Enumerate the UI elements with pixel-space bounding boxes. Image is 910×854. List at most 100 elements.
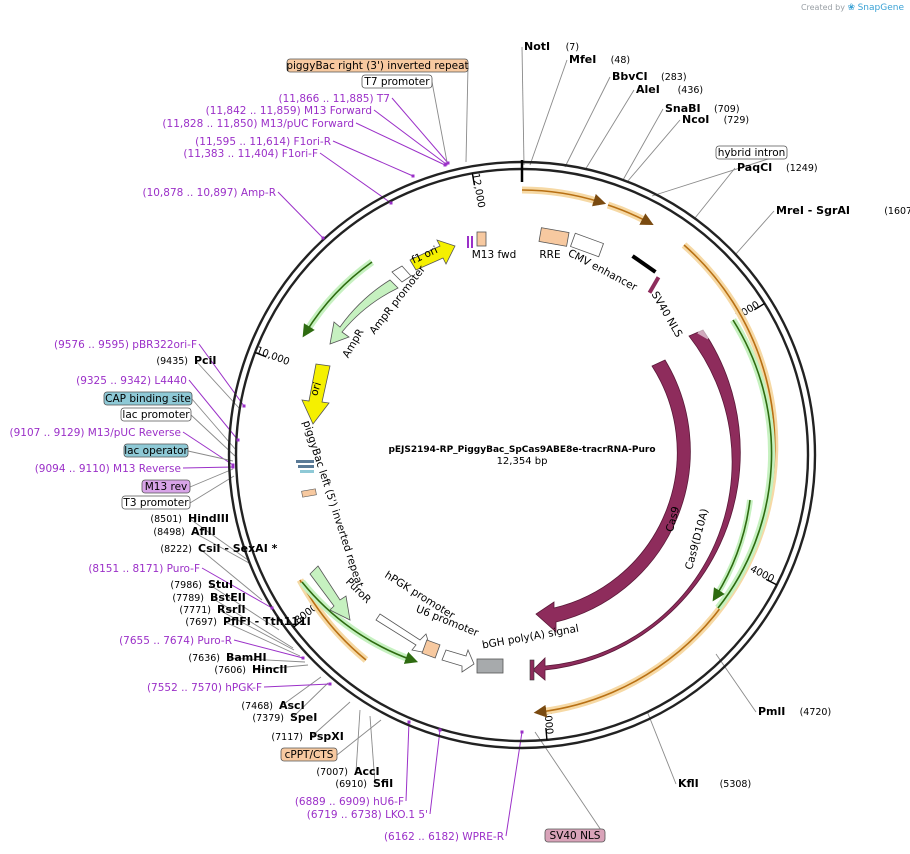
site-leader	[646, 710, 677, 785]
cas9-arrow	[535, 359, 691, 633]
primer-leader	[505, 731, 523, 837]
cas9-features	[532, 324, 741, 681]
site-leader	[253, 664, 309, 671]
primer-label: (6889 .. 6909) hU6-F	[295, 796, 404, 808]
site-position: (1249)	[786, 163, 818, 174]
arc-orange-1	[521, 189, 607, 207]
leader-lines	[182, 46, 788, 837]
site-position: (436)	[678, 85, 704, 96]
primer-mark	[438, 728, 442, 732]
primer-label: (9094 .. 9110) M13 Reverse	[35, 463, 181, 475]
primer-label: (7655 .. 7674) Puro-R	[119, 635, 232, 647]
primer-mark	[236, 438, 240, 442]
bp-tick-label: 10,000	[254, 345, 291, 368]
bgh-polya-box	[476, 658, 504, 674]
primer-mark	[321, 236, 325, 240]
primer-label: (11,866 .. 11,885) T7	[279, 93, 390, 105]
ori-arrow	[301, 363, 331, 425]
site-position: (48)	[611, 55, 631, 66]
primer-mark	[411, 174, 415, 178]
site-name: KflI	[678, 777, 699, 790]
t7-primer-mark-a	[467, 236, 469, 248]
feature-box-label: SV40 NLS	[550, 830, 601, 842]
site-position: (8501)	[150, 514, 182, 525]
site-leader	[199, 548, 263, 601]
site-name: NcoI	[682, 113, 709, 126]
site-position: (7606)	[214, 665, 246, 676]
primer-mark	[270, 606, 274, 610]
ampr-promoter-box	[391, 265, 412, 283]
site-leader	[189, 518, 249, 561]
site-leader	[224, 621, 301, 657]
site-name: CsiI - SexAI *	[198, 542, 278, 555]
feature-box	[121, 495, 191, 510]
site-leader	[715, 653, 757, 713]
sv40-nls-bottom-mark	[529, 659, 535, 681]
site-leader	[734, 210, 775, 256]
lac-feature-1	[296, 460, 314, 463]
feature-box-label: M13 rev	[145, 481, 188, 493]
credit: Created by ❀ SnapGene	[801, 3, 904, 13]
box-leader	[187, 450, 234, 462]
site-position: (1607)	[884, 206, 910, 217]
primer-leader	[391, 97, 449, 164]
box-leader	[465, 65, 469, 163]
t7-primer-mark-b	[471, 236, 473, 248]
credit-brand: SnapGene	[857, 3, 904, 13]
feature-label: CMV enhancer	[566, 247, 640, 294]
puror-arrow	[309, 565, 351, 621]
hpgk-box	[421, 639, 441, 659]
site-name: NotI	[524, 40, 550, 53]
site-position: (5308)	[720, 779, 752, 790]
primer-label: (9325 .. 9342) L4440	[76, 375, 187, 387]
site-leader	[529, 59, 568, 166]
primer-mark	[520, 730, 524, 734]
primer-label: (11,595 .. 11,614) F1ori-R	[195, 136, 331, 148]
primer-mark	[443, 163, 447, 167]
arc-green-cas9	[717, 319, 773, 609]
site-leader	[521, 46, 525, 166]
primer-mark	[231, 463, 235, 467]
site-position: (283)	[661, 72, 687, 83]
feature-box-label: lac operator	[124, 445, 188, 457]
snapgene-logo-icon: ❀	[847, 3, 856, 13]
box-leader	[189, 475, 235, 504]
feature-box-label: hybrid intron	[718, 147, 786, 159]
feature-label: ori	[308, 381, 324, 398]
primer-leader	[405, 721, 410, 802]
site-leader	[195, 360, 240, 409]
feature-box	[544, 828, 606, 843]
feature-box-label: cPPT/CTS	[285, 749, 334, 761]
site-name: AscI	[279, 699, 305, 712]
u6-promoter-arrow	[441, 648, 475, 673]
primer-leader	[429, 729, 441, 815]
site-leader	[626, 119, 681, 183]
primer-leader	[373, 109, 447, 165]
feature-box	[123, 443, 189, 458]
piggybac-left-box	[301, 488, 317, 498]
credit-prefix: Created by	[800, 3, 845, 12]
site-name: AleI	[636, 83, 660, 96]
plasmid-name: pEJS2194-RP_PiggyBac_SpCas9ABE8e-tracrRN…	[388, 445, 655, 455]
site-position: (9435)	[156, 356, 188, 367]
site-leader	[310, 701, 351, 738]
site-position: (7697)	[185, 617, 217, 628]
primer-label: (6162 .. 6182) WPRE-R	[384, 831, 504, 843]
primer-label: (11,828 .. 11,850) M13/pUC Forward	[162, 118, 354, 130]
primer-mark	[242, 404, 246, 408]
cas9-d10a-arrow	[532, 329, 741, 681]
site-name: PflFI - Tth111I	[223, 615, 311, 628]
box-leader	[189, 468, 234, 488]
primer-mark	[389, 201, 393, 205]
site-name: AccI	[354, 765, 380, 778]
primer-leader	[182, 431, 234, 466]
primer-leader	[277, 191, 324, 239]
primer-mark	[446, 161, 450, 165]
site-name: PspXI	[309, 730, 344, 743]
site-position: (7)	[566, 42, 579, 53]
feature-box-label: piggyBac right (3') inverted repeat	[286, 60, 468, 72]
site-leader	[369, 715, 376, 785]
site-leader	[218, 609, 295, 651]
site-leader	[694, 167, 736, 219]
arc-green-ampr	[302, 261, 373, 338]
